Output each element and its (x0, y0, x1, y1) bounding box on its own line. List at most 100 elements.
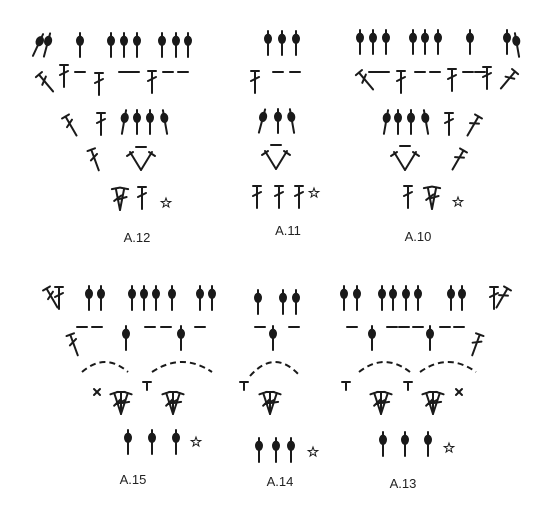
bobble-symbol (255, 437, 263, 463)
treble-symbol (428, 185, 442, 210)
treble-symbol (42, 285, 59, 309)
treble-symbol (268, 390, 282, 415)
chain-arc (81, 361, 129, 373)
bobble-symbol (503, 29, 511, 55)
v-stitch-symbol (390, 151, 420, 171)
treble-symbol (274, 185, 284, 209)
bobble-symbol (434, 29, 442, 55)
treble-symbol (252, 185, 262, 209)
half-treble-symbol (341, 381, 351, 391)
bobble-symbol (172, 32, 180, 58)
bobble-symbol (168, 285, 176, 311)
treble-symbol (147, 70, 157, 94)
bobble-symbol (107, 32, 115, 58)
bobble-symbol (409, 29, 417, 55)
single-crochet-symbol (455, 388, 463, 396)
diagram-label-a12: A.12 (123, 230, 151, 245)
bobble-symbol (389, 285, 397, 311)
bobble-symbol (254, 289, 262, 315)
treble-symbol (379, 390, 393, 415)
start-star-icon (451, 195, 465, 208)
treble-symbol (451, 147, 468, 171)
bobble-symbol (196, 285, 204, 311)
bobble-symbol (287, 437, 295, 463)
bobble-symbol (146, 109, 154, 135)
bobble-symbol (158, 32, 166, 58)
treble-symbol (94, 72, 104, 96)
start-star-icon (307, 186, 321, 199)
bobble-symbol (278, 30, 286, 56)
bobble-symbol (287, 108, 296, 134)
treble-symbol (116, 186, 130, 211)
bobble-symbol (172, 429, 180, 455)
bobble-symbol (140, 285, 148, 311)
treble-symbol (499, 68, 520, 90)
half-treble-symbol (239, 381, 249, 391)
bobble-symbol (426, 325, 434, 351)
bobble-symbol (356, 29, 364, 55)
treble-symbol (54, 286, 64, 310)
bobble-symbol (394, 109, 402, 135)
bobble-symbol (124, 429, 132, 455)
treble-symbol (466, 113, 483, 137)
treble-symbol (86, 147, 100, 172)
start-star-icon (442, 441, 456, 454)
treble-symbol (444, 112, 454, 136)
treble-symbol (495, 285, 512, 309)
bobble-symbol (269, 325, 277, 351)
bobble-symbol (272, 437, 280, 463)
bobble-symbol (421, 29, 429, 55)
treble-symbol (96, 112, 106, 136)
bobble-symbol (257, 108, 268, 134)
bobble-symbol (274, 108, 282, 134)
bobble-symbol (458, 285, 466, 311)
bobble-symbol (353, 285, 361, 311)
bobble-symbol (421, 109, 430, 135)
bobble-symbol (292, 289, 300, 315)
bobble-symbol (133, 32, 141, 58)
v-stitch-symbol (261, 150, 291, 170)
bobble-symbol (424, 431, 432, 457)
bobble-symbol (369, 29, 377, 55)
half-treble-symbol (403, 381, 413, 391)
treble-symbol (250, 70, 260, 94)
chain-arc (419, 361, 477, 373)
bobble-symbol (402, 285, 410, 311)
single-crochet-symbol (93, 388, 101, 396)
treble-symbol (137, 186, 147, 210)
bobble-symbol (122, 325, 130, 351)
bobble-symbol (85, 285, 93, 311)
bobble-symbol (382, 109, 391, 135)
chain-arc (358, 361, 411, 373)
diagram-label-a13: A.13 (389, 476, 417, 491)
bobble-symbol (133, 109, 141, 135)
bobble-symbol (97, 285, 105, 311)
start-star-icon (159, 196, 173, 209)
treble-symbol (431, 390, 445, 415)
bobble-symbol (466, 29, 474, 55)
bobble-symbol (120, 32, 128, 58)
start-star-icon (189, 435, 203, 448)
treble-symbol (294, 185, 304, 209)
treble-symbol (59, 64, 69, 88)
treble-symbol (61, 113, 78, 137)
bobble-symbol (128, 285, 136, 311)
bobble-symbol (407, 109, 415, 135)
treble-symbol (65, 332, 79, 357)
bobble-symbol (368, 325, 376, 351)
treble-symbol (403, 185, 413, 209)
treble-symbol (34, 71, 55, 93)
bobble-symbol (414, 285, 422, 311)
bobble-symbol (382, 29, 390, 55)
diagram-label-a14: A.14 (266, 474, 294, 489)
bobble-symbol (184, 32, 192, 58)
start-star-icon (306, 445, 320, 458)
bobble-symbol (208, 285, 216, 311)
diagram-label-a10: A.10 (404, 229, 432, 244)
bobble-symbol (148, 429, 156, 455)
bobble-symbol (447, 285, 455, 311)
bobble-symbol (264, 30, 272, 56)
half-treble-symbol (142, 381, 152, 391)
